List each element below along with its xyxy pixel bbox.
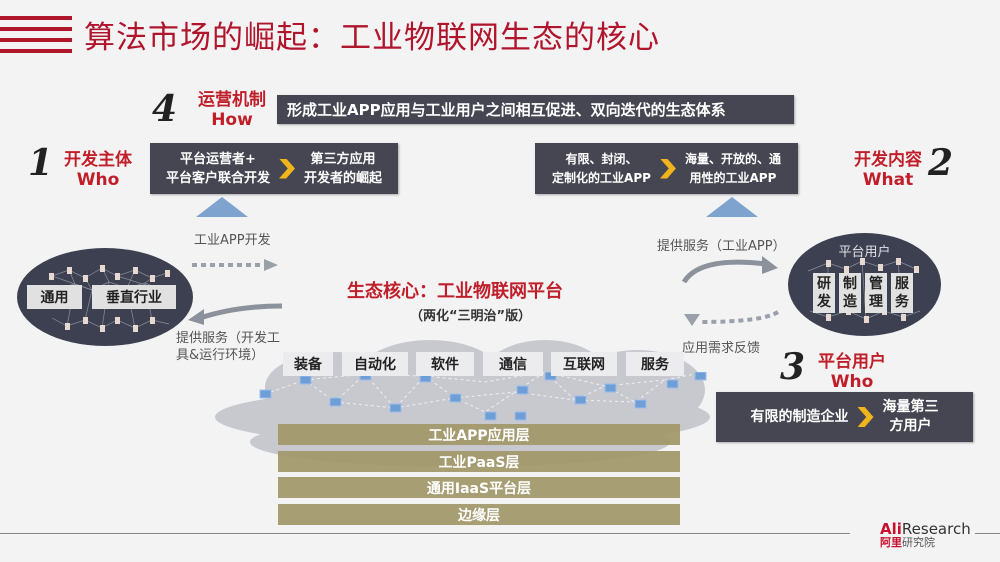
left-service-line1: 提供服务（开发工	[176, 331, 281, 346]
right-service-label: 提供服务（工业APP）	[657, 239, 786, 254]
layer-industrial-paas: 工业PaaS层	[278, 451, 680, 472]
vertical-industry-label: 垂直行业	[92, 285, 176, 309]
category-equipment: 装备	[283, 352, 333, 376]
developer-from: 平台运营者+ 平台客户联合开发	[166, 150, 270, 188]
section4-label-en: How	[211, 110, 253, 130]
layer-edge: 边缘层	[278, 504, 680, 525]
user-to: 海量第三 方用户	[883, 398, 939, 436]
category-service: 服务	[626, 352, 684, 376]
chevron-right-icon	[857, 407, 874, 427]
footer-divider-right	[975, 533, 1000, 534]
category-communication: 通信	[483, 352, 543, 376]
section3-label-en: Who	[830, 372, 874, 392]
developer-to: 第三方应用 开发者的崛起	[304, 150, 382, 188]
manufacturing-label-top: 制	[843, 276, 857, 292]
content-to-line2: 用性的工业APP	[689, 170, 777, 185]
section1-label: 开发主体 Who	[58, 150, 138, 190]
category-software: 软件	[416, 352, 474, 376]
general-label: 通用	[27, 285, 82, 309]
management-label-top: 管	[869, 276, 883, 292]
rd-label-top: 研	[817, 276, 831, 292]
user-function-labels: 研 发 制 造 管 理 服 务	[813, 273, 913, 313]
management-label-bottom: 理	[869, 294, 883, 310]
logo-research: Research	[901, 520, 971, 538]
layer-industrial-app: 工业APP应用层	[278, 424, 680, 445]
aliresearch-logo: AliResearch 阿里研究院	[880, 522, 971, 550]
core-subtitle: （两化“三明治”版）	[410, 309, 532, 324]
left-service-line2: 具&运行环境）	[176, 348, 265, 363]
section2-label-en: What	[862, 170, 914, 190]
cloud-network-icon	[259, 372, 707, 421]
left-service-label: 提供服务（开发工 具&运行环境）	[176, 330, 286, 364]
section2-label-cn: 开发内容	[854, 150, 922, 170]
content-to-line1: 海量、开放的、通	[684, 151, 781, 166]
content-from-line2: 定制化的工业APP	[552, 170, 651, 185]
content-from: 有限、封闭、 定制化的工业APP	[552, 150, 651, 188]
section4-label-cn: 运营机制	[198, 90, 266, 110]
footer-divider	[0, 533, 850, 534]
logo-cn: 阿里研究院	[880, 536, 971, 550]
curved-arrow-right-icon	[681, 256, 778, 284]
user-to-line1: 海量第三	[882, 399, 939, 415]
rd-label: 研 发	[813, 273, 835, 313]
developer-from-line1: 平台运营者+	[180, 151, 256, 167]
section4-label: 运营机制 How	[192, 90, 272, 130]
category-automation: 自动化	[342, 352, 408, 376]
user-shift-box: 有限的制造企业 海量第三 方用户	[716, 392, 973, 442]
feedback-label: 应用需求反馈	[682, 341, 761, 356]
developer-to-line2: 开发者的崛起	[304, 170, 383, 186]
platform-user-ellipse: 平台用户 研 发 制 造 管 理 服 务	[788, 233, 941, 336]
core-title: 生态核心：工业物联网平台	[347, 281, 563, 302]
service-label-top: 服	[895, 276, 909, 292]
content-shift-box: 有限、封闭、 定制化的工业APP 海量、开放的、通 用性的工业APP	[535, 143, 798, 194]
section3-label: 平台用户 Who	[812, 352, 892, 392]
logo-ali: Ali	[880, 520, 902, 538]
logo-cn-red: 阿里	[880, 536, 902, 549]
dotted-arrow-right-icon	[192, 259, 278, 271]
section-number-3: 3	[780, 346, 806, 388]
user-to-line2: 方用户	[889, 418, 932, 434]
manufacturing-label: 制 造	[839, 273, 861, 313]
app-dev-label: 工业APP开发	[194, 233, 271, 248]
section2-label: 开发内容 What	[848, 150, 928, 190]
chevron-right-icon	[659, 158, 676, 179]
rd-label-bottom: 发	[817, 294, 831, 310]
title-bars-icon	[0, 16, 72, 58]
content-from-line1: 有限、封闭、	[565, 151, 638, 166]
service-label: 服 务	[891, 273, 913, 313]
mechanism-box: 形成工业APP应用与工业用户之间相互促进、双向迭代的生态体系	[277, 95, 794, 124]
developer-to-line1: 第三方应用	[310, 151, 376, 167]
curved-arrow-left-icon	[188, 303, 283, 325]
mechanism-text: 形成工业APP应用与工业用户之间相互促进、双向迭代的生态体系	[287, 101, 726, 119]
developer-from-line2: 平台客户联合开发	[165, 170, 270, 186]
layer-general-iaas: 通用IaaS平台层	[278, 477, 680, 498]
logo-cn-text: 研究院	[902, 536, 935, 549]
dotted-arrow-left-icon	[684, 310, 780, 326]
user-from: 有限的制造企业	[750, 408, 849, 425]
section-number-4: 4	[152, 88, 178, 130]
category-internet: 互联网	[551, 352, 617, 376]
triangle-up-icon	[706, 197, 758, 217]
content-to: 海量、开放的、通 用性的工业APP	[685, 150, 781, 188]
section1-label-en: Who	[76, 170, 120, 190]
section-number-2: 2	[928, 142, 954, 184]
developer-shift-box: 平台运营者+ 平台客户联合开发 第三方应用 开发者的崛起	[150, 143, 398, 194]
service-label-bottom: 务	[895, 294, 909, 310]
triangle-up-icon	[196, 197, 248, 217]
developer-ellipse: 通用 垂直行业	[17, 248, 193, 346]
page-title: 算法市场的崛起：工业物联网生态的核心	[84, 20, 660, 56]
platform-user-title: 平台用户	[838, 245, 891, 260]
section1-label-cn: 开发主体	[64, 150, 132, 170]
manufacturing-label-bottom: 造	[843, 294, 857, 310]
section3-label-cn: 平台用户	[818, 352, 886, 372]
chevron-right-icon	[279, 158, 295, 179]
section-number-1: 1	[28, 142, 54, 184]
management-label: 管 理	[865, 273, 887, 313]
